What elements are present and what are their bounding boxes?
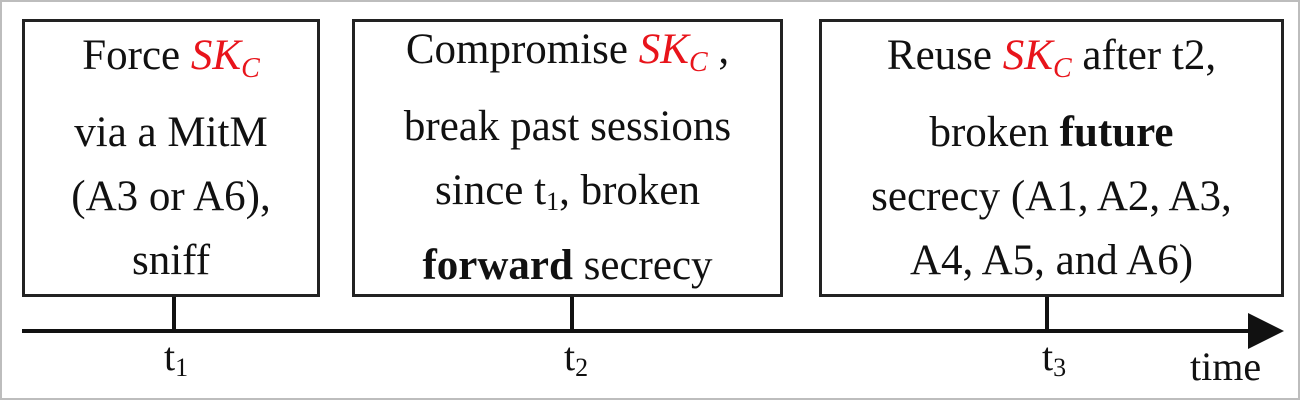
text: , bbox=[718, 26, 730, 73]
axis-label-time: time bbox=[1190, 344, 1262, 389]
tick-t3 bbox=[1045, 297, 1049, 331]
text: Compromise bbox=[405, 26, 629, 73]
text: secrecy (A1, A2, A3, bbox=[871, 172, 1232, 220]
session-key: SKC bbox=[1002, 31, 1072, 84]
text: A4, A5, and A6) bbox=[909, 236, 1194, 284]
text: Reuse bbox=[886, 31, 992, 79]
text: sniff bbox=[131, 236, 211, 284]
text: after t2, bbox=[1071, 31, 1217, 79]
text: Force bbox=[82, 31, 181, 79]
tick-t1 bbox=[172, 297, 176, 331]
text: via a MitM bbox=[74, 108, 268, 156]
box-compromise-key: Compromise SKC , break past sessions sin… bbox=[352, 19, 783, 297]
box-reuse-key: Reuse SKC after t2, broken future secrec… bbox=[819, 19, 1284, 297]
tick-label-t2: t2 bbox=[564, 334, 589, 382]
tick-t2 bbox=[570, 297, 574, 331]
text: break past sessions bbox=[403, 103, 732, 150]
text: since t1, broken bbox=[435, 167, 700, 216]
text: (A3 or A6), bbox=[71, 172, 271, 220]
tick-label-t3: t3 bbox=[1042, 334, 1067, 382]
time-axis bbox=[22, 329, 1262, 333]
session-key: SKC bbox=[190, 31, 260, 84]
text: forward secrecy bbox=[422, 242, 713, 289]
tick-label-t1: t1 bbox=[164, 334, 189, 382]
box-force-key: Force SKC via a MitM (A3 or A6), sniff bbox=[22, 19, 320, 297]
text: broken future bbox=[929, 108, 1174, 156]
session-key: SKC bbox=[638, 26, 708, 78]
arrow-head-icon bbox=[1248, 313, 1284, 349]
